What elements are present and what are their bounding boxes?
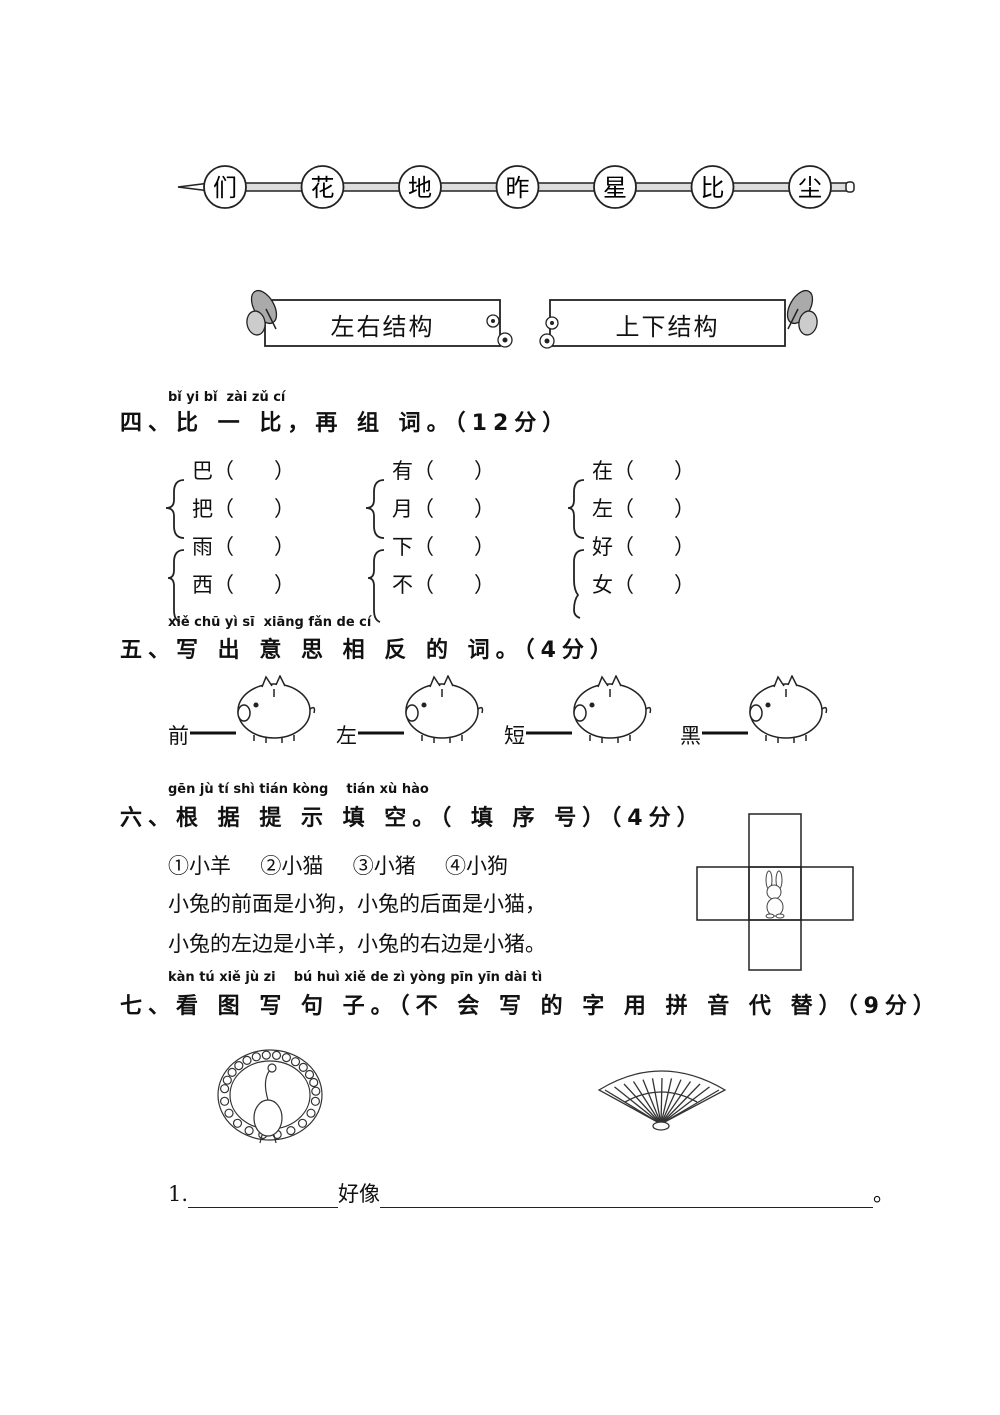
word-pair-item: 有（ ）: [392, 459, 496, 483]
bead-character: 地: [408, 174, 432, 202]
pig-icon: [358, 675, 484, 743]
bead-character: 比: [701, 174, 725, 202]
word-pair-item: 月（ ）: [392, 497, 496, 521]
position-cross-grid: [696, 813, 854, 971]
box-decorations: [246, 289, 818, 349]
section4-group-1: 巴（ ） 把（ ） 雨（ ） 西（ ）: [192, 455, 295, 607]
section4-group-3: 在（ ） 左（ ） 好（ ） 女（ ）: [592, 455, 695, 607]
word-pair-item: 下（ ）: [392, 535, 496, 559]
word-pair-item: 不（ ）: [392, 573, 496, 597]
bead-circle: [788, 165, 832, 209]
word-pair-item: 雨（ ）: [192, 535, 296, 559]
word-pair-item: 把（ ）: [192, 497, 296, 521]
flower-icon: [539, 316, 559, 349]
butterfly-icon: [246, 289, 278, 336]
section4-braces: [165, 479, 585, 623]
section5-pinyin: xiě chū yì sī xiāng fǎn de cí: [168, 615, 372, 630]
section5-heading: 五、写 出 意 思 相 反 的 词。（4分）: [120, 638, 618, 663]
word-pair-item: 左（ ）: [592, 497, 696, 521]
section4-pinyin: bǐ yi bǐ zài zǔ cí: [168, 390, 286, 405]
section6-pinyin: gēn jù tí shì tián kòng tián xù hào: [168, 782, 429, 797]
section7-heading: 七、看 图 写 句 子。（不 会 写 的 字 用 拼 音 代 替）（9分）: [120, 994, 941, 1019]
section4-heading: 四、比 一 比，再 组 词。（12分）: [120, 411, 571, 436]
fan-icon: [597, 1070, 727, 1131]
box-label-left-right: 左右结构: [330, 313, 435, 341]
bead-character: 花: [311, 174, 335, 202]
bead-character: 尘: [798, 174, 822, 202]
word-pair-item: 巴（ ）: [192, 459, 296, 483]
pig-icon: [526, 675, 652, 743]
bead-circle: [593, 165, 637, 209]
item-number: 1.: [168, 1182, 189, 1206]
sentence-item-1: 1. 好像 。: [168, 1178, 894, 1208]
bead-circle: [300, 165, 345, 209]
section4-group-2: 有（ ） 月（ ） 下（ ） 不（ ）: [392, 455, 495, 607]
word-pair-item: 在（ ）: [592, 459, 696, 483]
rabbit-icon: [765, 870, 785, 919]
antonym-word: 短: [504, 724, 525, 748]
section6-clue-2: 小兔的左边是小羊，小兔的右边是小猪。: [168, 932, 546, 956]
blank-line[interactable]: [188, 1185, 339, 1208]
pig-drawings: [190, 675, 828, 743]
bead-circle: [690, 165, 735, 209]
bead-character: 星: [603, 174, 627, 202]
bead-circle: [398, 165, 442, 209]
section6-clue-1: 小兔的前面是小狗，小兔的后面是小猫，: [168, 892, 546, 916]
character-bead-string: 们花地昨星比尘: [177, 165, 855, 209]
bead-circle: [203, 165, 247, 209]
bead-character: 们: [213, 174, 237, 202]
pig-icon: [702, 675, 828, 743]
antonym-word: 黑: [680, 724, 701, 748]
bead-character: 昨: [506, 174, 530, 202]
butterfly-icon: [786, 289, 818, 336]
peacock-icon: [217, 1049, 323, 1144]
pig-icon: [190, 675, 316, 743]
section7-pinyin: kàn tú xiě jù zi bú huì xiě de zì yòng p…: [168, 970, 543, 985]
word-pair-item: 女（ ）: [592, 573, 696, 597]
section6-heading: 六、根 据 提 示 填 空。（ 填 序 号）（4分）: [120, 806, 705, 831]
antonym-word: 前: [168, 724, 189, 748]
antonym-word: 左: [336, 724, 357, 748]
word-pair-item: 好（ ）: [592, 535, 696, 559]
structure-boxes: 左右结构 上下结构: [240, 285, 820, 355]
box-label-top-bottom: 上下结构: [615, 313, 720, 341]
item-connector: 好像: [338, 1182, 381, 1206]
word-pair-item: 西（ ）: [192, 573, 296, 597]
flower-icon: [486, 314, 513, 348]
section6-options: ①小羊 ②小猫 ③小猪 ④小狗: [168, 854, 509, 878]
antonym-row: 前 左 短 黑: [168, 675, 848, 755]
bead-circle: [495, 165, 540, 209]
blank-line[interactable]: [380, 1185, 874, 1208]
item-end: 。: [873, 1182, 895, 1206]
